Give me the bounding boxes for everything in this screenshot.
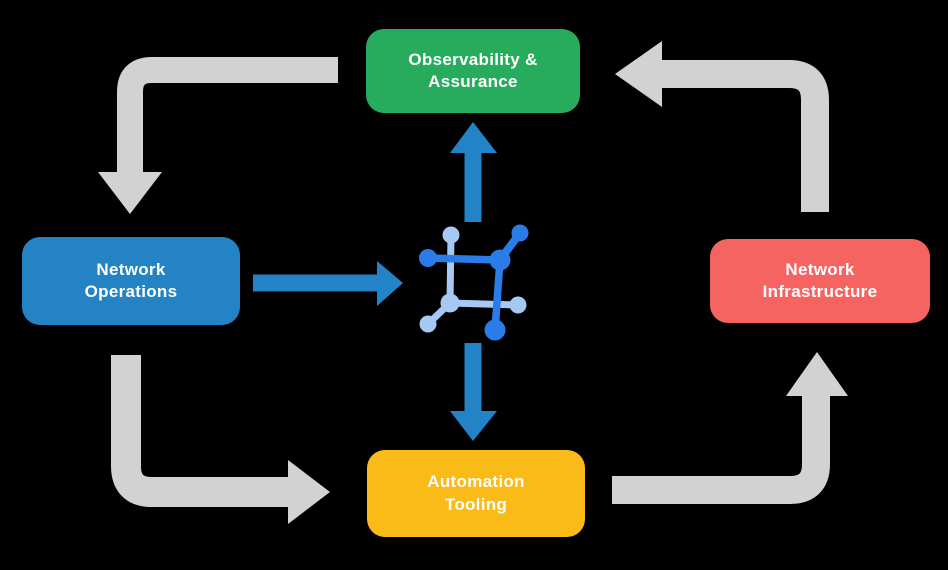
node-network-infrastructure: Network Infrastructure	[710, 239, 930, 323]
node-label-network-operations: Network Operations	[84, 259, 178, 301]
arrow-observability-to-operations	[98, 57, 338, 214]
node-network-operations: Network Operations	[22, 237, 240, 325]
node-label-observability-assurance: Observability & Assurance	[408, 49, 538, 91]
node-observability-assurance: Observability & Assurance	[366, 29, 580, 113]
arrow-operations-to-icon	[253, 261, 403, 306]
arrow-icon-to-automation	[450, 343, 497, 441]
icon-dark-nodes	[419, 224, 529, 341]
node-automation-tooling: Automation Tooling	[367, 450, 585, 537]
icon-light-nodes	[419, 226, 527, 333]
network-platform-icon	[419, 224, 529, 341]
node-label-network-infrastructure: Network Infrastructure	[762, 259, 878, 301]
arrow-operations-to-automation	[111, 355, 330, 524]
arrow-automation-to-infrastructure	[612, 352, 848, 504]
node-label-automation-tooling: Automation Tooling	[427, 472, 525, 514]
arrow-icon-to-observability	[450, 122, 497, 222]
arrow-infrastructure-to-observability	[615, 41, 829, 212]
